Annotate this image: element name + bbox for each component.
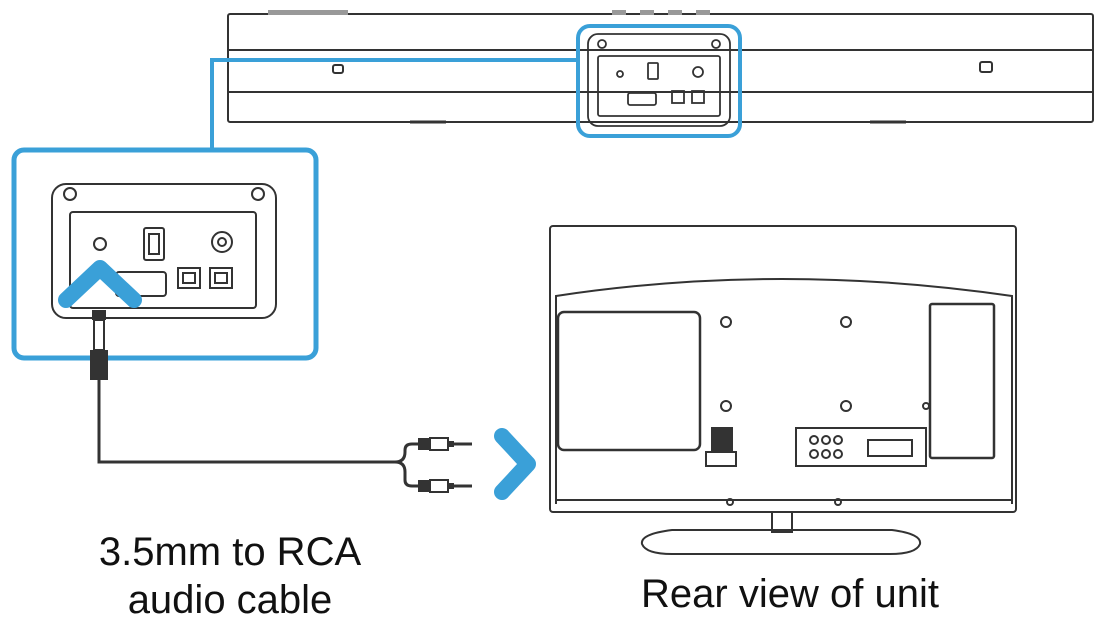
rear-view-caption: Rear view of unit bbox=[641, 572, 939, 616]
aux-jack bbox=[93, 237, 107, 251]
soundbar bbox=[227, 10, 1094, 124]
soundbar-port-panel bbox=[587, 33, 731, 127]
optical-port bbox=[177, 267, 201, 289]
chevron-up-icon bbox=[58, 260, 142, 308]
chevron-right-icon bbox=[494, 428, 536, 500]
cable-caption-line1: 3.5mm to RCA bbox=[98, 530, 362, 574]
soundbar-panel-highlight bbox=[576, 24, 742, 138]
cable-caption: 3.5mm to RCA audio cable bbox=[60, 528, 400, 624]
tv-rear-view bbox=[549, 225, 1017, 555]
zoom-leader-line bbox=[210, 58, 578, 148]
zoomed-port-panel bbox=[51, 183, 277, 319]
usb-port bbox=[143, 227, 165, 261]
cable-caption-line2: audio cable bbox=[127, 578, 333, 622]
zoom-panel-highlight bbox=[11, 147, 319, 361]
coaxial-port bbox=[211, 231, 233, 253]
audio-cable bbox=[90, 310, 472, 493]
